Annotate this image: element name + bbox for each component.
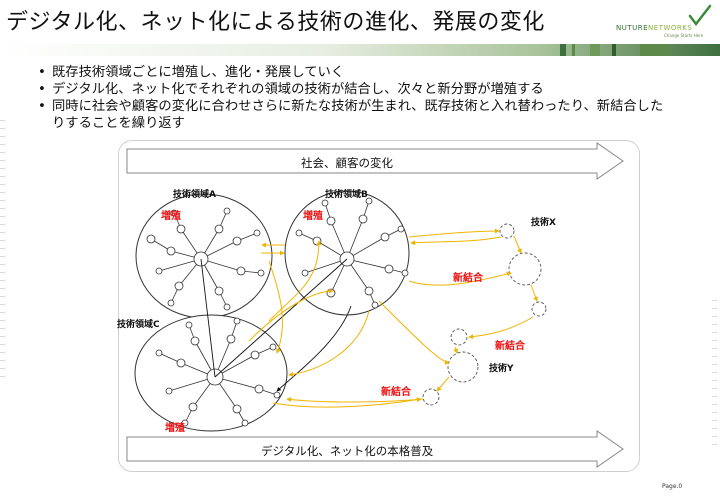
bullet-item: 同時に社会や顧客の変化に合わせさらに新たな技術が生まれ、既存技術と入れ替わったり… [36, 98, 676, 132]
logo-text-b: NETWORKS [648, 24, 693, 32]
diagram-canvas [126, 142, 624, 468]
domain-b-label: 技術領域B [325, 190, 368, 200]
header-divider [0, 44, 720, 56]
core-links [200, 258, 352, 392]
logo-tagline: Change Starts Here [664, 33, 704, 38]
bullet-list: 既存技術領域ごとに増殖し、進化・発展していく デジタル化、ネット化でそれぞれの領… [36, 64, 676, 132]
tech-y-label: 技術Y [489, 364, 514, 374]
society-change-label: 社会、顧客の変化 [301, 156, 393, 170]
growth-c-label: 増殖 [165, 423, 185, 434]
bullet-item: 既存技術領域ごとに増殖し、進化・発展していく [36, 64, 676, 81]
domain-a-label: 技術領域A [173, 190, 216, 200]
digitalization-label: デジタル化、ネット化の本格普及 [261, 444, 434, 458]
domain-a-network [146, 207, 265, 311]
growth-b-label: 増殖 [303, 211, 323, 222]
bullet-item: デジタル化、ネット化でそれぞれの領域の技術が結合し、次々と新分野が増殖する [36, 81, 676, 98]
right-ruler [712, 300, 717, 450]
tech-evolution-diagram: 社会、顧客の変化 デジタル化、ネット化の本格普及 技術領域A 技術領域B 技術領… [117, 140, 640, 472]
domain-c-label: 技術領域C [117, 320, 160, 330]
page-number: Page.0 [662, 483, 683, 490]
new-combination-label: 新結合 [495, 341, 525, 352]
logo-wordmark: NUTURENETWORKS [616, 24, 692, 32]
logo-text-a: NUTURE [616, 24, 649, 32]
trend-arrow-bottom [126, 430, 624, 468]
domain-b-network [295, 197, 409, 309]
growth-a-label: 増殖 [161, 211, 181, 222]
new-combination-label: 新結合 [381, 387, 411, 398]
new-tech-nodes [422, 223, 547, 406]
new-combination-label: 新結合 [453, 273, 483, 284]
company-logo [688, 4, 712, 27]
combination-arrows [248, 228, 538, 408]
page-title: デジタル化、ネット化による技術の進化、発展の変化 [6, 10, 545, 35]
trend-arrow-top [126, 142, 624, 180]
domain-c-network [155, 317, 281, 427]
left-ruler [0, 120, 5, 380]
tech-x-label: 技術X [531, 218, 556, 228]
